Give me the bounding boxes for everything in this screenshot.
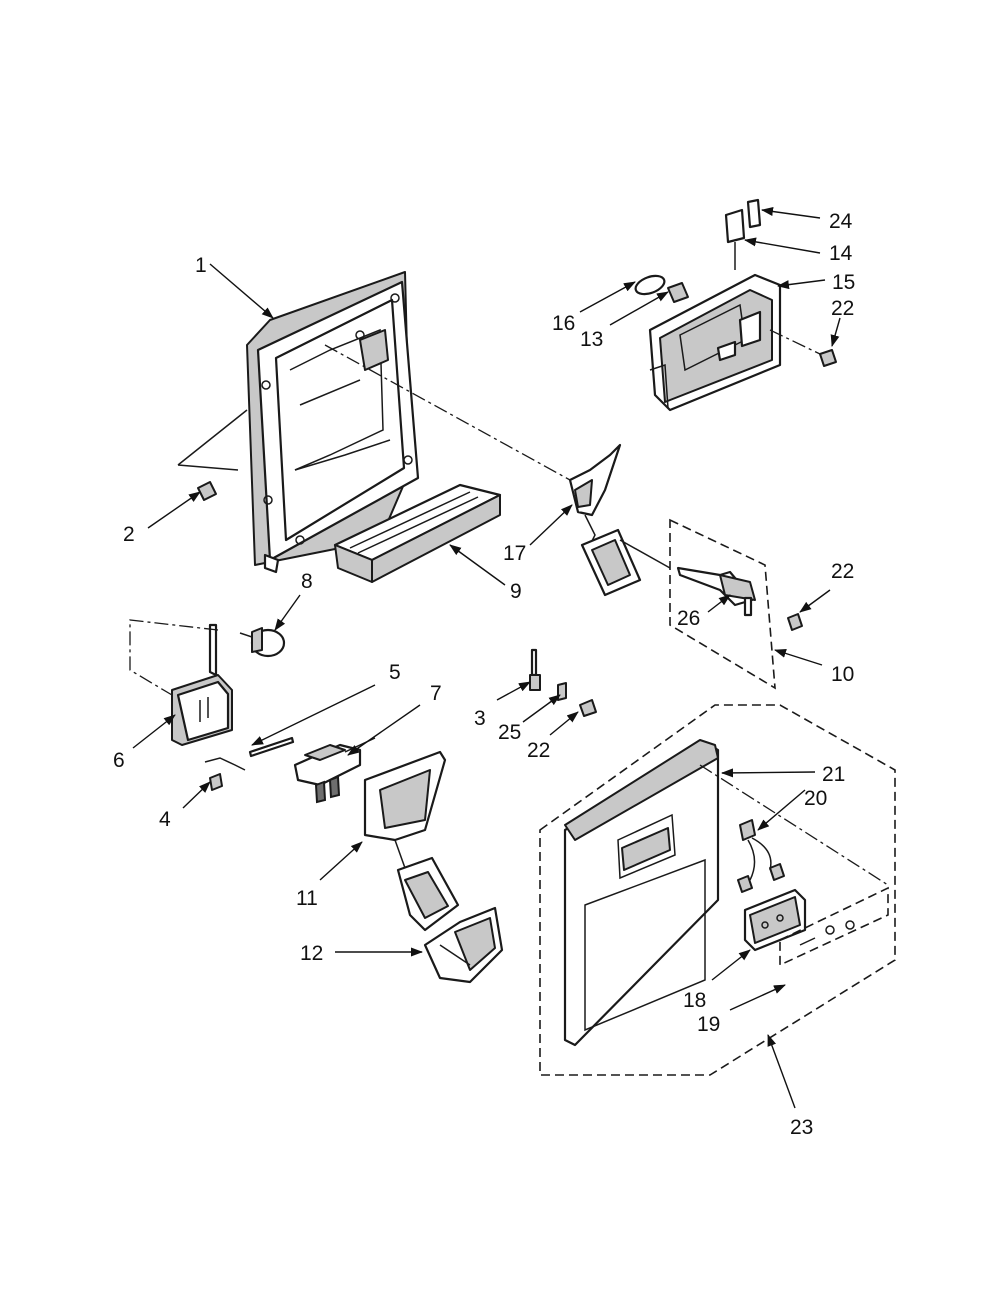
part-22-screw-right bbox=[787, 613, 803, 631]
part-18-control-board bbox=[743, 888, 807, 952]
callout-1: 1 bbox=[195, 254, 207, 277]
callout-7: 7 bbox=[430, 682, 442, 705]
callout-16: 16 bbox=[552, 312, 575, 335]
callout-12: 12 bbox=[300, 942, 323, 965]
callout-11: 11 bbox=[296, 887, 318, 910]
ice-actuator-pad bbox=[396, 856, 460, 932]
callout-22-right: 22 bbox=[831, 560, 854, 583]
callout-17: 17 bbox=[503, 542, 526, 565]
part-17-water-lever bbox=[324, 344, 642, 597]
callout-9: 9 bbox=[510, 580, 522, 603]
part-23-front-panel-assembly bbox=[539, 704, 896, 1076]
callout-26: 26 bbox=[677, 607, 700, 630]
callout-25: 25 bbox=[498, 721, 521, 744]
part-15-control-housing bbox=[648, 273, 782, 412]
part-11-ice-lever bbox=[363, 750, 447, 869]
part-12-ice-chute bbox=[423, 906, 504, 984]
leader-lines bbox=[132, 207, 841, 1109]
part-22-screw-upper bbox=[769, 329, 837, 367]
callout-2: 2 bbox=[123, 523, 135, 546]
callout-20: 20 bbox=[804, 787, 827, 810]
callout-24: 24 bbox=[829, 210, 853, 233]
callout-15: 15 bbox=[832, 271, 855, 294]
callout-4: 4 bbox=[159, 808, 171, 831]
part-13-lamp-socket bbox=[667, 282, 689, 303]
part-3-switch bbox=[529, 648, 541, 691]
callout-14: 14 bbox=[829, 242, 853, 265]
part-22-screw-center bbox=[579, 699, 597, 717]
callout-10: 10 bbox=[831, 663, 854, 686]
callout-13: 13 bbox=[580, 328, 603, 351]
callout-22-upper: 22 bbox=[831, 297, 854, 320]
part-6-lamp-cover bbox=[129, 619, 233, 746]
part-20-wire-harness bbox=[737, 819, 785, 893]
callout-3: 3 bbox=[474, 707, 486, 730]
callout-22-center: 22 bbox=[527, 739, 550, 762]
callout-19: 19 bbox=[697, 1013, 720, 1036]
callout-21: 21 bbox=[822, 763, 845, 786]
callout-labels: 1 2 3 4 5 6 7 8 9 10 11 12 13 14 15 16 1… bbox=[113, 210, 855, 1139]
callout-6: 6 bbox=[113, 749, 125, 772]
callout-18: 18 bbox=[683, 989, 706, 1012]
part-25-spacer bbox=[557, 682, 567, 701]
part-7-actuator-housing bbox=[293, 737, 376, 804]
part-1-dispenser-housing bbox=[246, 271, 420, 574]
part-26-water-switch bbox=[676, 566, 756, 617]
part-16-lamp bbox=[634, 274, 666, 296]
callout-5: 5 bbox=[389, 661, 401, 684]
part-14-switch bbox=[724, 208, 746, 270]
callout-23: 23 bbox=[790, 1116, 813, 1139]
part-2-screw bbox=[177, 409, 248, 501]
callout-8: 8 bbox=[301, 570, 313, 593]
part-21-front-bezel bbox=[563, 739, 720, 1047]
part-10-water-switch-assembly bbox=[619, 518, 776, 690]
part-8-light-bulb bbox=[239, 627, 286, 658]
part-4-wire-clip bbox=[204, 757, 246, 791]
part-19-control-panel bbox=[699, 764, 889, 967]
part-24-switch-plate bbox=[746, 198, 762, 229]
part-9-drip-tray bbox=[333, 483, 502, 583]
part-5-pivot-pin bbox=[248, 736, 295, 758]
